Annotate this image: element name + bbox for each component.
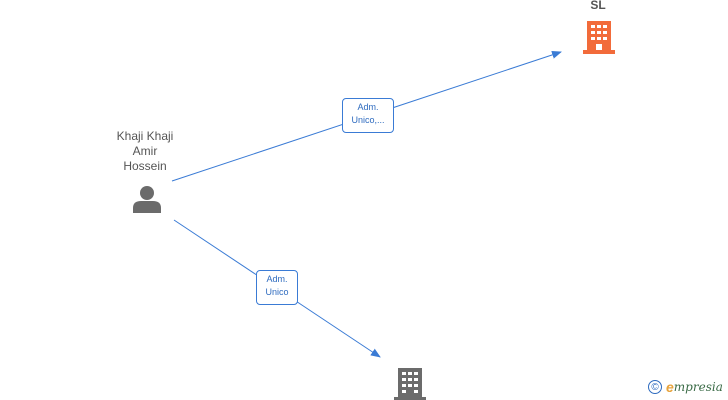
person-name-label[interactable]: Khaji Khaji Amir Hossein [100,129,190,174]
person-name-line: Khaji Khaji [116,129,174,143]
edge-label-admin-top[interactable]: Adm. Unico,... [342,98,394,133]
edge-label-line: Adm. [357,102,379,112]
person-icon[interactable] [133,186,161,213]
building-icon[interactable] [583,21,615,54]
brand-watermark: © empresia [648,379,723,395]
brand-logo-mark: e [666,379,674,395]
edge-label-line: Unico [265,287,289,297]
edge-label-line: Adm. [266,274,288,284]
person-name-line: Hossein [123,159,167,173]
building-icon[interactable] [394,368,426,400]
edge-label-admin-bottom[interactable]: Adm. Unico [256,270,298,305]
edge-label-line: Unico,... [351,115,385,125]
top-company-label[interactable]: SL [590,0,606,12]
brand-name: mpresia [673,380,723,394]
person-name-line: Amir [132,144,158,158]
copyright-icon: © [648,380,662,394]
